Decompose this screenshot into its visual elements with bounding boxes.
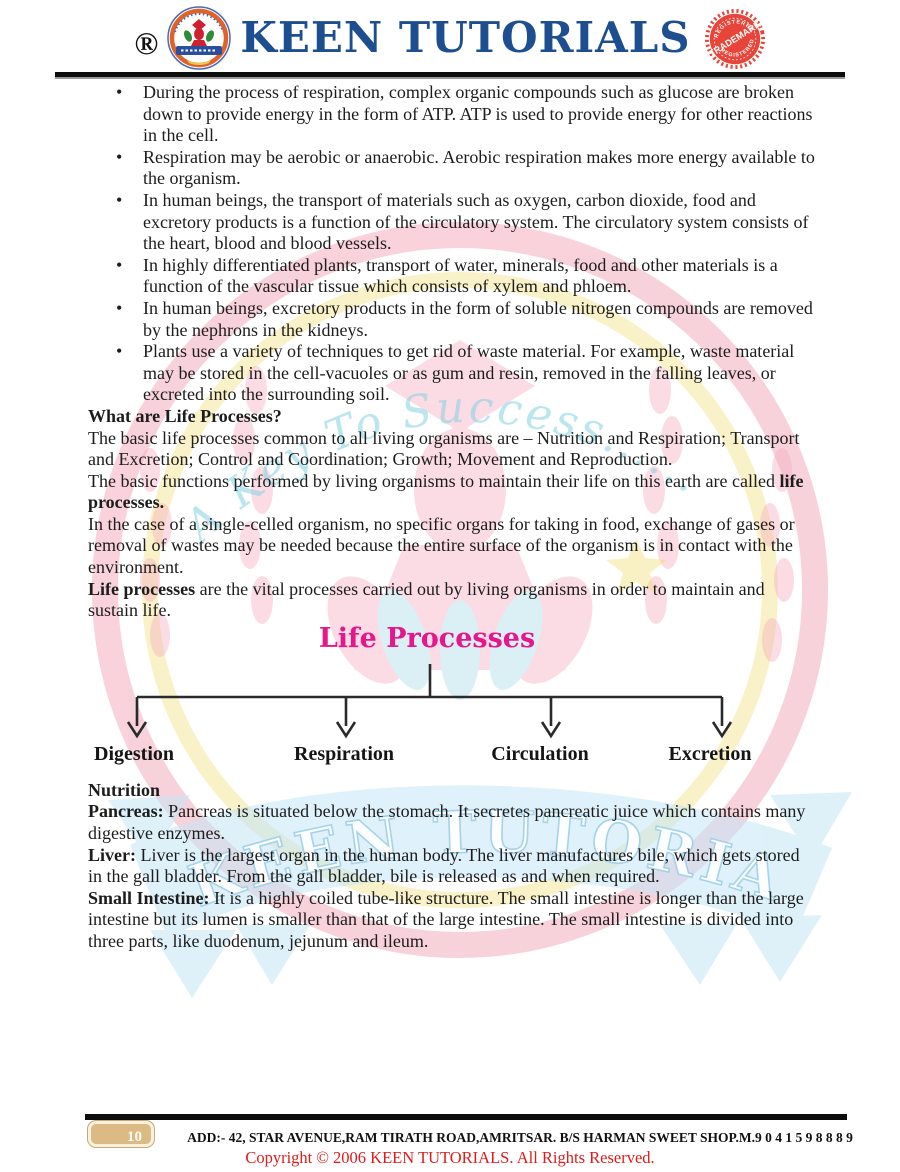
header-divider-rule bbox=[55, 72, 845, 79]
page-content: During the process of respiration, compl… bbox=[88, 82, 818, 953]
bullet-item: In highly differentiated plants, transpo… bbox=[88, 255, 818, 298]
footer-address: ADD:- 42, STAR AVENUE,RAM TIRATH ROAD,AM… bbox=[187, 1130, 853, 1145]
footer-divider-rule bbox=[85, 1114, 847, 1120]
bullet-item: During the process of respiration, compl… bbox=[88, 82, 818, 147]
section-heading-nutrition: Nutrition bbox=[88, 779, 160, 800]
paragraph: In the case of a single-celled organism,… bbox=[88, 513, 795, 578]
nutrition-item: Small Intestine: It is a highly coiled t… bbox=[88, 888, 818, 953]
keen-tutorials-logo-icon bbox=[167, 6, 232, 70]
paragraph: The basic life processes common to all l… bbox=[88, 427, 800, 470]
nutrition-text: Pancreas is situated below the stomach. … bbox=[88, 801, 806, 844]
branch-label-circulation: Circulation bbox=[491, 742, 589, 765]
brand-title: KEEN TUTORIALS bbox=[240, 13, 691, 62]
paragraph-text: are the vital processes carried out by l… bbox=[88, 578, 765, 621]
registered-trademark-symbol: ® bbox=[134, 25, 159, 61]
section-heading-life-processes: What are Life Processes? bbox=[88, 405, 282, 426]
header: ® KEEN TUTORIALS REGISTERED REGI bbox=[0, 4, 900, 72]
nutrition-item: Liver: Liver is the largest organ in the… bbox=[88, 845, 818, 888]
footer-copyright: Copyright © 2006 KEEN TUTORIALS. All Rig… bbox=[245, 1148, 655, 1167]
bold-term: Life processes bbox=[88, 578, 196, 599]
diagram-connectors bbox=[126, 663, 733, 739]
bullet-item: Plants use a variety of techniques to ge… bbox=[88, 341, 818, 406]
bullet-list: During the process of respiration, compl… bbox=[88, 82, 818, 406]
branch-label-respiration: Respiration bbox=[294, 742, 394, 765]
bullet-item: Respiration may be aerobic or anaerobic.… bbox=[88, 147, 818, 190]
diagram-title: Life Processes bbox=[318, 622, 536, 654]
paragraph-text: The basic functions performed by living … bbox=[88, 470, 780, 491]
nutrition-item: Pancreas: Pancreas is situated below the… bbox=[88, 801, 818, 844]
trademark-stamp-icon: REGISTERED REGISTERED TRADEMARK bbox=[704, 8, 765, 70]
nutrition-term: Liver: bbox=[88, 844, 136, 865]
footer: 10 ADD:- 42, STAR AVENUE,RAM TIRATH ROAD… bbox=[0, 1114, 900, 1172]
bold-term: life processes. bbox=[88, 470, 804, 513]
paragraph: Life processes are the vital processes c… bbox=[88, 579, 818, 622]
paragraph: The basic functions performed by living … bbox=[88, 471, 818, 514]
nutrition-text: Liver is the largest organ in the human … bbox=[88, 844, 800, 887]
bullet-item: In human beings, excretory products in t… bbox=[88, 298, 818, 341]
life-processes-diagram: Life Processes Digestion Respiration Cir bbox=[0, 622, 900, 780]
nutrition-term: Pancreas: bbox=[88, 801, 164, 822]
branch-label-digestion: Digestion bbox=[94, 742, 174, 765]
nutrition-term: Small Intestine: bbox=[88, 887, 210, 908]
bullet-item: In human beings, the transport of materi… bbox=[88, 190, 818, 255]
branch-label-excretion: Excretion bbox=[668, 742, 752, 765]
page-number-badge: 10 bbox=[88, 1121, 154, 1147]
